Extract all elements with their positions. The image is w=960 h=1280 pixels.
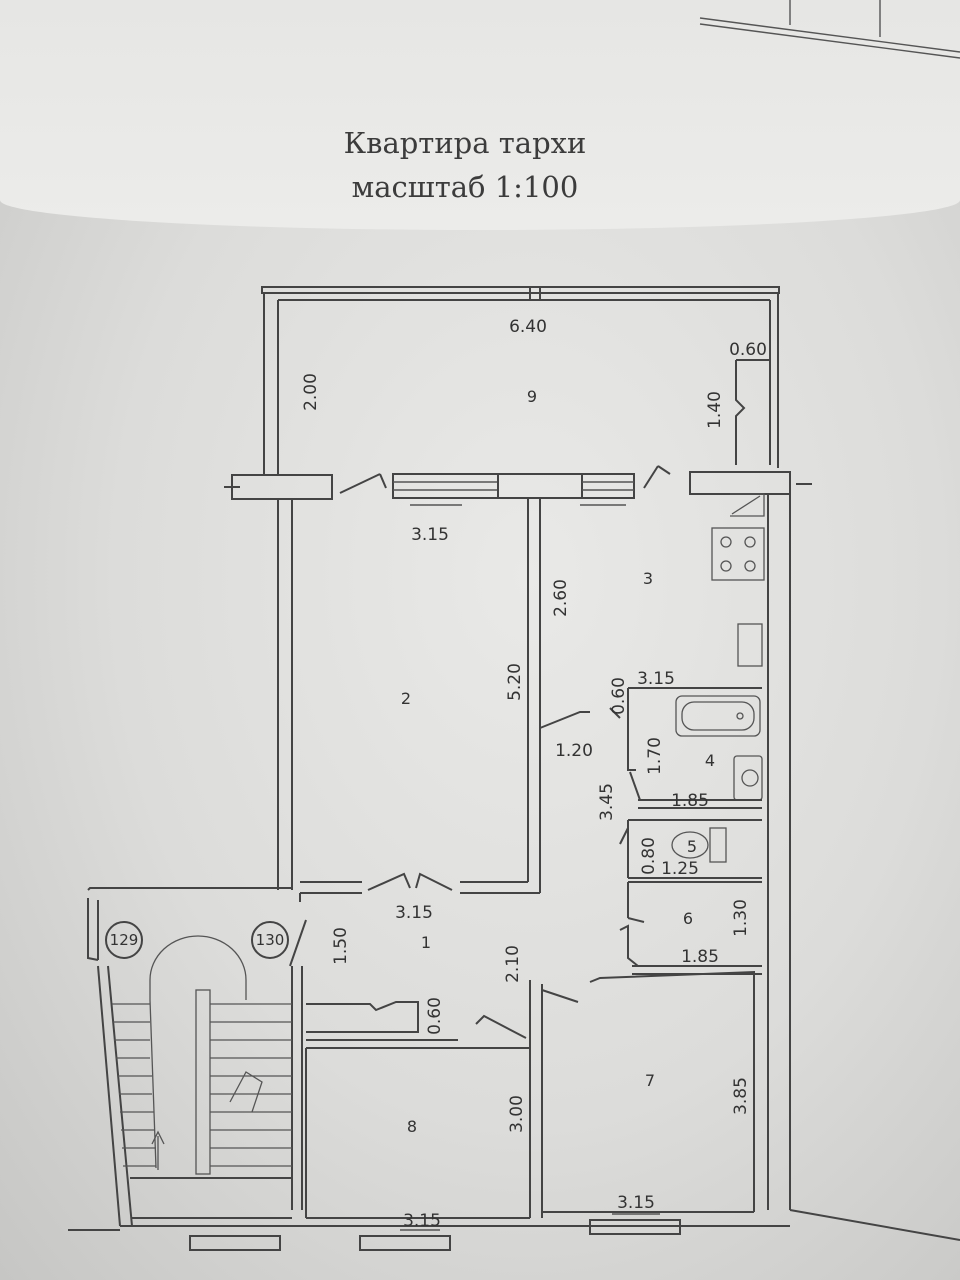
dim-niche-depth: 0.60	[425, 997, 445, 1035]
dim-corridor-length: 3.45	[597, 783, 617, 821]
balcony	[261, 286, 780, 475]
room-2-walls	[277, 498, 541, 894]
kitchen	[711, 493, 791, 1210]
dim-bath-gap: 0.60	[609, 677, 629, 715]
room-3-number: 3	[643, 569, 653, 588]
room-6-number: 6	[683, 909, 693, 928]
room-numbers: 9 2 3 4 5 6 1 7 8	[401, 387, 715, 1136]
toilet-tank-icon	[709, 827, 727, 863]
storage-room	[619, 881, 762, 975]
dim-room7-width: 3.15	[617, 1193, 655, 1213]
dim-balcony-width: 2.00	[301, 373, 321, 411]
room-4-number: 4	[705, 751, 715, 770]
dim-room2-length: 5.20	[505, 663, 525, 701]
stove-icon	[711, 527, 765, 581]
sheet-frame	[699, 0, 960, 59]
dim-kitchen-depth: 2.60	[551, 579, 571, 617]
dim-room7-length: 3.85	[731, 1077, 751, 1115]
stair-railing-icon	[195, 989, 211, 1175]
stair-landing-icon	[149, 935, 247, 1000]
apartment-markers: 129 130	[105, 921, 289, 959]
room-2-number: 2	[401, 689, 411, 708]
plan-scale: масштаб 1:100	[351, 170, 579, 204]
room-7-number: 7	[645, 1071, 655, 1090]
room-8-number: 8	[407, 1117, 417, 1136]
room-5-number: 5	[687, 837, 697, 856]
bathroom	[539, 687, 763, 809]
dim-balcony-length: 6.40	[509, 317, 547, 337]
dim-balcony-recess-depth: 1.40	[705, 391, 725, 429]
dim-hall-width: 3.15	[395, 903, 433, 923]
balcony-wall	[224, 465, 812, 506]
room-9-number: 9	[527, 387, 537, 406]
dim-room2-width: 3.15	[411, 525, 449, 545]
dim-kitchen-width: 3.15	[637, 669, 675, 689]
toilet-room	[619, 819, 762, 879]
dim-bath-length: 1.70	[645, 737, 665, 775]
toilet-icon	[671, 831, 709, 859]
apartment-130-label: 130	[256, 931, 285, 949]
dim-wc-width: 1.25	[661, 859, 699, 879]
dim-closet-length: 1.30	[731, 899, 751, 937]
apartment-129-marker	[105, 921, 143, 959]
rooms-7-8-walls	[68, 970, 960, 1251]
dimensions: 6.40 2.00 0.60 1.40 3.15 5.20 2.60 3.15 …	[301, 317, 767, 1231]
apartment-129-label: 129	[110, 931, 139, 949]
dim-balcony-recess-width: 0.60	[729, 340, 767, 360]
dim-corridor-width: 1.20	[555, 741, 593, 761]
dim-room8-length: 3.00	[507, 1095, 527, 1133]
dim-bath-width: 1.85	[671, 791, 709, 811]
bathtub-icon	[675, 695, 761, 737]
dim-hall-length: 2.10	[503, 945, 523, 983]
kitchen-sink-icon	[737, 623, 763, 667]
hall-and-stair	[87, 887, 790, 1227]
apartment-130-marker	[251, 921, 289, 959]
room-1-number: 1	[421, 933, 431, 952]
plan-title: Квартира тархи	[343, 126, 587, 160]
dim-hall-depth: 1.50	[331, 927, 351, 965]
dim-room8-width: 3.15	[403, 1211, 441, 1231]
dim-closet-width: 1.85	[681, 947, 719, 967]
paper-header-area	[0, 0, 960, 230]
dim-wc-length: 0.80	[639, 837, 659, 875]
